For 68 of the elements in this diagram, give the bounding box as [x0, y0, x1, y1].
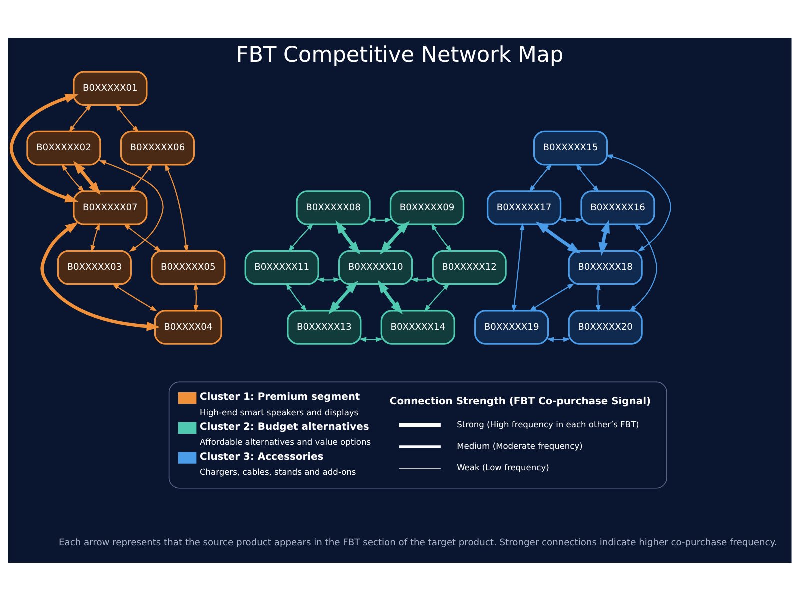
arrow: [10, 94, 79, 202]
label: Affordable alternatives and value options: [200, 436, 372, 447]
node-box: B0XXXXX19: [474, 310, 550, 344]
arrow: [112, 283, 158, 312]
arrow: [90, 222, 100, 252]
arrow: [359, 336, 384, 342]
diagram-title: FBT Competitive Network Map: [236, 42, 564, 68]
arrow: [629, 223, 658, 312]
arrow: [410, 277, 435, 282]
label: Chargers, cables, stands and add-ons: [200, 466, 356, 477]
node-box: B0XXXXX06: [120, 130, 196, 166]
node-box: B0XXXXX14: [380, 310, 456, 344]
node-box: B0XXXXX17: [486, 190, 562, 225]
node-box: B0XXXXX18: [568, 250, 643, 285]
arrow: [529, 283, 575, 312]
label: High-end smart speakers and displays: [200, 406, 359, 417]
node-box: B0XXXXX02: [26, 130, 102, 166]
node-box: B0XXXXX11: [244, 250, 320, 285]
label: Connection Strength (FBT Co-purchase Signal): [390, 396, 652, 408]
arrow: [598, 219, 610, 256]
arrow: [116, 103, 140, 132]
node-box: B0XXXXX15: [533, 130, 608, 166]
arrow: [536, 221, 581, 254]
legend-label: Medium (Moderate frequency): [457, 440, 583, 450]
legend-label: Cluster 2: Budget alternatives: [200, 421, 370, 432]
caption: Each arrow represents that the source product appears in the FBT section of the target product. Stronger connections indicate higher co-purchase frequency.: [58, 538, 778, 548]
arrow: [130, 163, 154, 192]
node-box: B0XXXXX09: [390, 190, 465, 225]
arrow: [512, 222, 525, 312]
arrow: [99, 160, 164, 252]
arrow: [596, 282, 601, 312]
arrow: [124, 223, 162, 252]
arrow: [576, 163, 600, 192]
arrow: [40, 222, 160, 331]
arrow: [546, 336, 571, 342]
arrow: [529, 163, 552, 192]
node-box: B0XXXXX08: [296, 190, 371, 225]
node-box: B0XXXXX03: [57, 250, 132, 285]
node-box: B0XXXXX01: [73, 70, 148, 106]
node-box: B0XXXXX10: [338, 250, 414, 285]
node-box: B0XXXXX07: [73, 190, 148, 225]
arrow: [194, 282, 199, 312]
arrow: [288, 223, 314, 252]
arrow: [328, 280, 359, 314]
arrow: [336, 220, 361, 254]
node-box: B0XXXXX20: [568, 310, 643, 344]
node-box: B0XXXXX13: [287, 310, 362, 344]
arrow: [68, 104, 92, 132]
legend-label: Weak (Low frequency): [457, 462, 550, 472]
node-box: B0XXXX04: [154, 310, 222, 344]
legend-label: Cluster 3: Accessories: [200, 451, 324, 462]
arrow: [317, 277, 341, 282]
arrow: [62, 163, 85, 192]
arrow: [380, 220, 410, 254]
arrow: [559, 217, 584, 222]
node-box: B0XXXXX16: [580, 190, 656, 225]
arrow: [74, 160, 101, 195]
arrow: [286, 282, 308, 312]
arrow: [378, 280, 404, 314]
legend-label: Cluster 1: Premium segment: [200, 392, 360, 403]
legend-label: Strong (High frequency in each other’s FBT): [457, 418, 640, 429]
arrow: [368, 217, 392, 222]
arrow: [606, 154, 672, 252]
arrow: [165, 163, 189, 252]
arrow: [424, 282, 450, 312]
node-box: B0XXXXX12: [432, 250, 507, 285]
node-box: B0XXXXX05: [151, 250, 226, 285]
arrow: [431, 222, 452, 252]
